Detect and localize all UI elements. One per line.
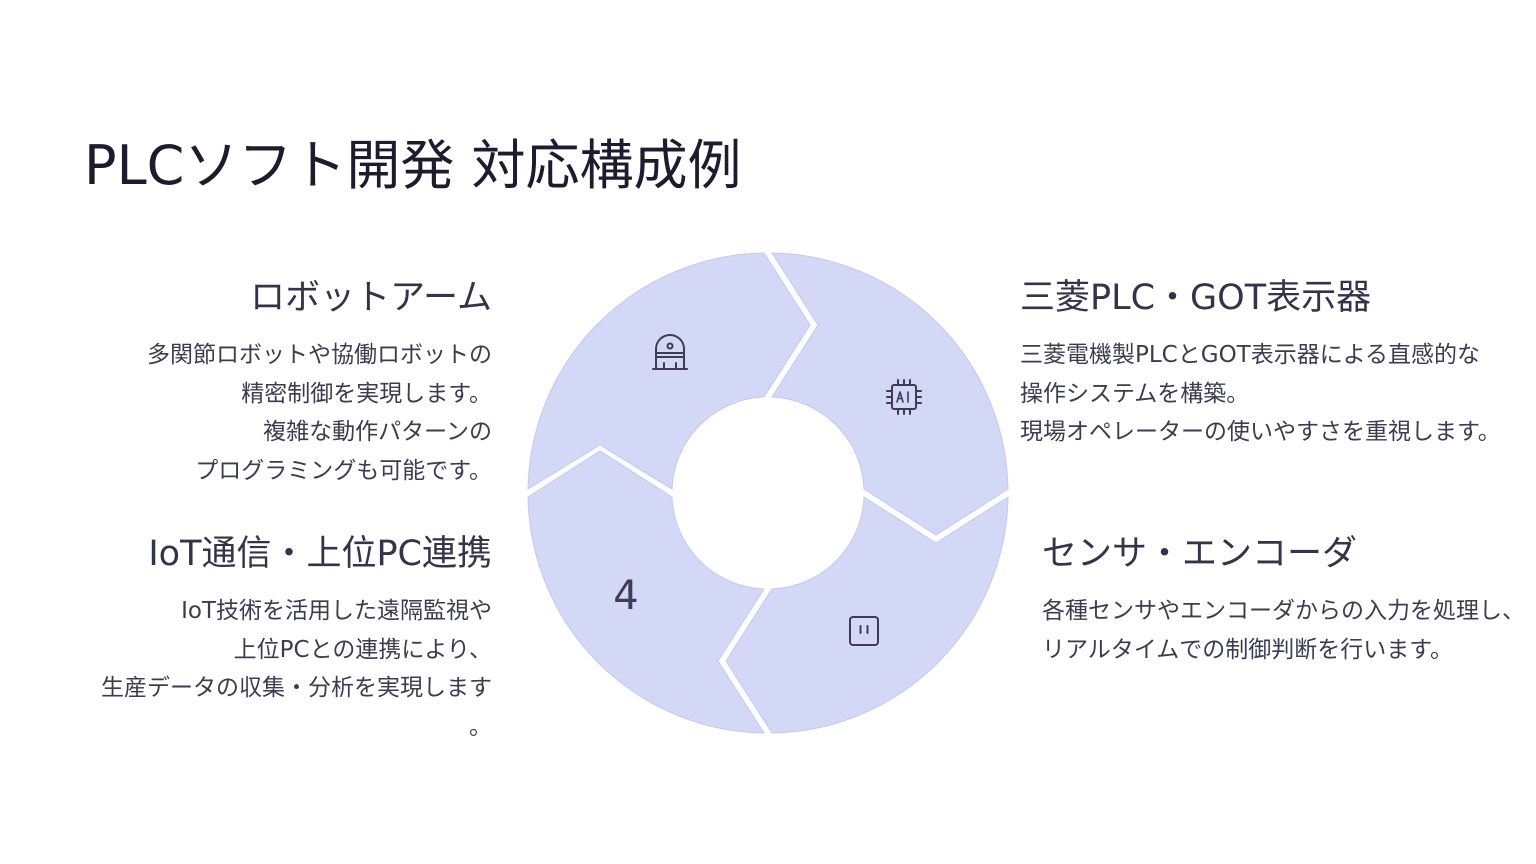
block-iot-line: 生産データの収集・分析を実現します bbox=[101, 675, 492, 701]
block-plc-got-line: 三菱電機製PLCとGOT表示器による直感的な bbox=[1020, 342, 1481, 368]
block-plc-got-heading: 三菱PLC・GOT表示器 bbox=[1020, 278, 1372, 318]
robot-icon bbox=[652, 334, 688, 370]
block-sensor-encoder-line: 各種センサやエンコーダからの入力を処理し、 bbox=[1042, 598, 1525, 624]
cycle-segment-plc bbox=[771, 252, 1009, 536]
block-sensor-encoder-line: リアルタイムでの制御判断を行います。 bbox=[1042, 636, 1454, 663]
block-iot-body: IoT技術を活用した遠隔監視や 上位PCとの連携により、 生産データの収集・分析… bbox=[101, 592, 492, 746]
block-robot-arm-line: プログラミングも可能です。 bbox=[195, 457, 492, 484]
block-robot-arm-body: 多関節ロボットや協働ロボットの 精密制御を実現します。 複雑な動作パターンの プ… bbox=[147, 336, 492, 490]
block-iot-line: 上位PCとの連携により、 bbox=[233, 636, 492, 663]
block-iot-heading: IoT通信・上位PC連携 bbox=[148, 534, 492, 574]
cycle-segment-iot bbox=[527, 450, 765, 734]
block-robot-arm: ロボットアーム 多関節ロボットや協働ロボットの 精密制御を実現します。 複雑な動… bbox=[147, 274, 492, 490]
block-plc-got: 三菱PLC・GOT表示器 三菱電機製PLCとGOT表示器による直感的な 操作シス… bbox=[1020, 274, 1501, 452]
block-sensor-encoder-heading: センサ・エンコーダ bbox=[1042, 534, 1358, 574]
block-robot-arm-line: 複雑な動作パターンの bbox=[263, 419, 492, 445]
block-sensor-encoder-body: 各種センサやエンコーダからの入力を処理し、 リアルタイムでの制御判断を行います。 bbox=[1042, 592, 1525, 669]
block-plc-got-body: 三菱電機製PLCとGOT表示器による直感的な 操作システムを構築。 現場オペレー… bbox=[1020, 336, 1501, 452]
block-robot-arm-heading: ロボットアーム bbox=[250, 278, 492, 318]
cycle-diagram: 4 bbox=[527, 252, 1009, 734]
cycle-segment-robot bbox=[527, 252, 811, 490]
block-iot-line: IoT技術を活用した遠隔監視や bbox=[181, 598, 492, 624]
cycle-segment-number: 4 bbox=[613, 573, 638, 619]
block-sensor-encoder: センサ・エンコーダ 各種センサやエンコーダからの入力を処理し、 リアルタイムでの… bbox=[1042, 530, 1525, 669]
cycle-segment-sensor bbox=[725, 496, 1009, 734]
block-plc-got-line: 操作システムを構築。 bbox=[1020, 380, 1250, 407]
block-iot-line: 。 bbox=[469, 713, 492, 740]
ai-chip-icon bbox=[886, 379, 922, 415]
pause-square-icon bbox=[849, 616, 879, 646]
page-title: PLCソフト開発 対応構成例 bbox=[84, 134, 742, 197]
block-plc-got-line: 現場オペレーターの使いやすさを重視します。 bbox=[1020, 419, 1501, 445]
block-iot: IoT通信・上位PC連携 IoT技術を活用した遠隔監視や 上位PCとの連携により… bbox=[101, 530, 492, 746]
block-robot-arm-line: 精密制御を実現します。 bbox=[241, 380, 492, 407]
block-robot-arm-line: 多関節ロボットや協働ロボットの bbox=[147, 342, 492, 368]
